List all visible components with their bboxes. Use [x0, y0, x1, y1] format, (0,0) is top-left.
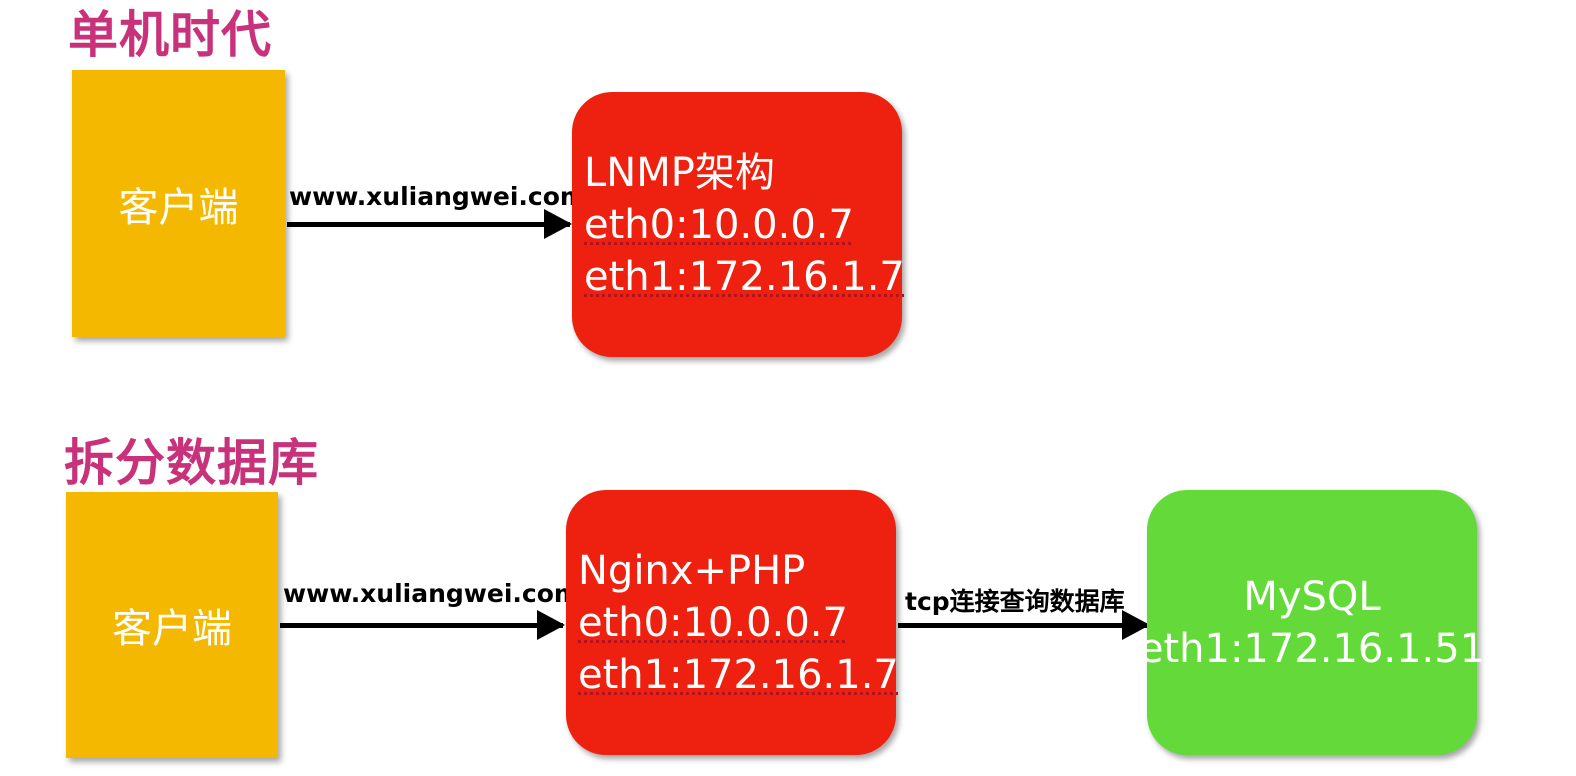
- client-label: 客户端: [118, 184, 239, 231]
- server-name: LNMP架构: [584, 149, 775, 196]
- arrow-split-client-server: [280, 610, 565, 640]
- arrow-single-client-server: [287, 209, 572, 239]
- link-label-split: www.xuliangwei.com: [283, 579, 580, 608]
- server-eth0: eth0:10.0.0.7: [578, 599, 848, 646]
- server-eth1: eth1:172.16.1.7: [584, 253, 905, 300]
- db-eth1: eth1:172.16.1.51: [1138, 625, 1486, 672]
- db-box-mysql: MySQL eth1:172.16.1.51: [1139, 490, 1485, 755]
- section-title-single: 单机时代: [68, 6, 272, 64]
- client-box-split: 客户端: [66, 492, 278, 758]
- server-box-lnmp: LNMP架构 eth0:10.0.0.7 eth1:172.16.1.7: [572, 92, 905, 357]
- server-box-nginx-php: Nginx+PHP eth0:10.0.0.7 eth1:172.16.1.7: [566, 490, 899, 755]
- db-link-label: tcp连接查询数据库: [905, 587, 1125, 616]
- client-box-single: 客户端: [72, 70, 285, 337]
- server-name: Nginx+PHP: [578, 547, 806, 594]
- db-name: MySQL: [1243, 573, 1381, 620]
- link-label-single: www.xuliangwei.com: [289, 182, 586, 211]
- server-eth0: eth0:10.0.0.7: [584, 201, 854, 248]
- server-eth1: eth1:172.16.1.7: [578, 651, 899, 698]
- client-label: 客户端: [112, 606, 232, 652]
- section-title-split: 拆分数据库: [64, 434, 319, 492]
- arrow-server-db: [898, 610, 1150, 640]
